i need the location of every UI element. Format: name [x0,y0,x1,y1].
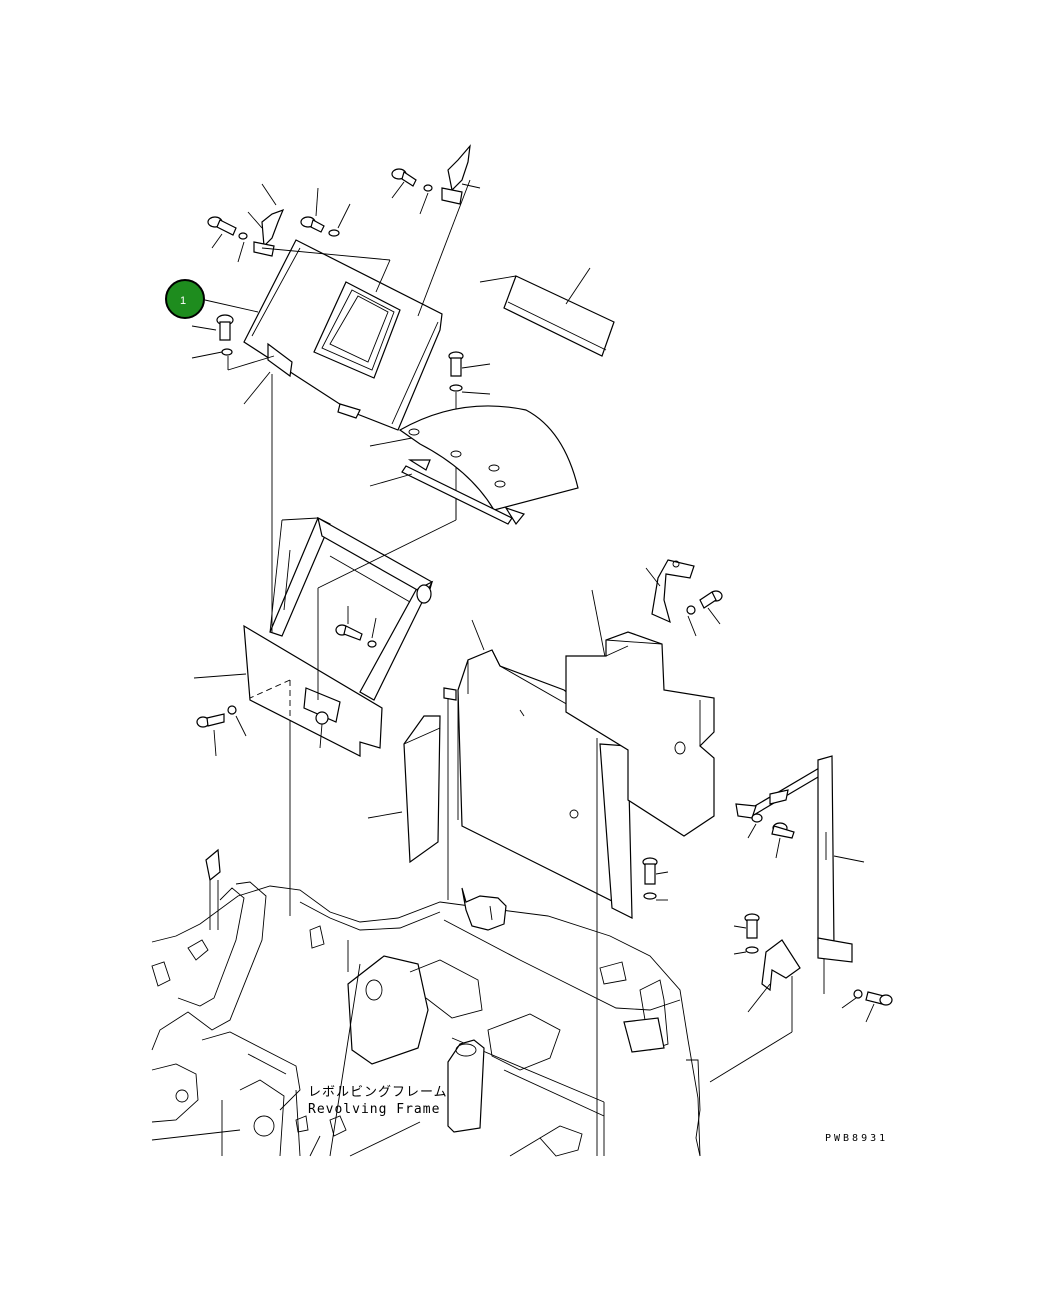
bolt-top-3 [391,168,433,215]
bolt-frame-left [196,705,247,757]
bolt-mid-right [642,857,669,901]
bracket-lower-right [709,939,801,1083]
bolt-lower-right [841,989,893,1023]
curved-cover-sheet [369,405,579,511]
bolt-frame-center [335,606,377,648]
side-plate-top-right [479,267,615,357]
leader-diagonal [317,519,457,589]
bolt-mid-left [191,314,275,371]
callout-number: 1 [180,295,186,307]
bolt-top-1 [207,216,248,263]
bracket-strip [369,459,526,526]
revolving-frame-label-en: Revolving Frame [308,1102,440,1117]
support-frame [193,516,434,757]
leader-line [243,371,271,405]
top-cover-panel [243,179,471,431]
insulation-panel [565,631,715,837]
bolt-upper-right [686,590,723,637]
leader-callout [204,299,259,313]
top-hinge-right [441,144,481,205]
foam-block [367,715,441,864]
bolt-link-arm [747,813,795,859]
revolving-frame-label-jp: レボルビングフレーム [308,1085,448,1100]
top-hinge-left [247,183,285,257]
drawing-code: PWB8931 [825,1133,888,1144]
callout-badge[interactable]: 1 [165,279,205,319]
latch-link-arm [735,755,865,994]
bolt-top-2 [300,187,351,237]
bolt-lower-center [733,913,760,955]
revolving-frame [151,848,701,1157]
bracket-upper-right [645,559,695,624]
